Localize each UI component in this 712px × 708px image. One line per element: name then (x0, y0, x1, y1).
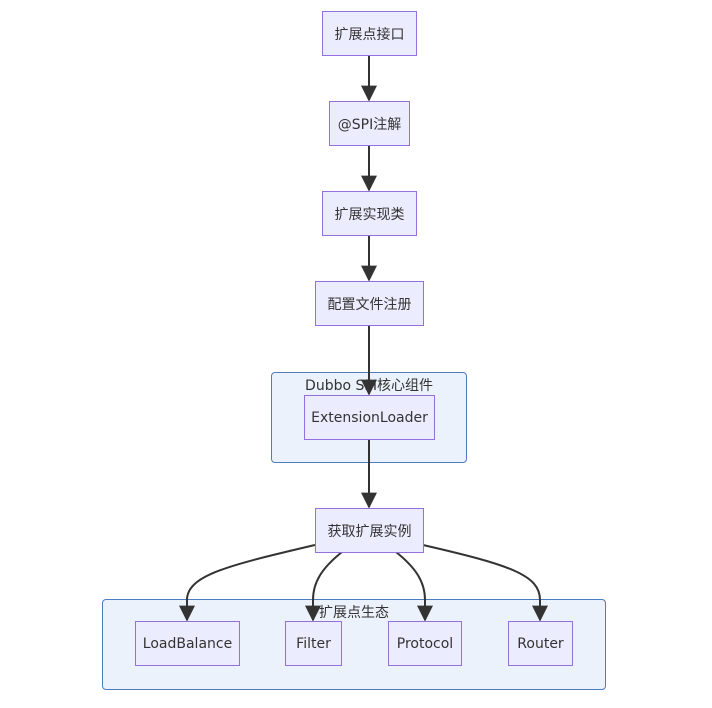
node-filter: Filter (285, 621, 342, 666)
node-loadbalance: LoadBalance (135, 621, 240, 666)
cluster-core-title: Dubbo SPI核心组件 (305, 378, 433, 394)
node-extension-interface: 扩展点接口 (322, 11, 417, 56)
cluster-ecosystem-title: 扩展点生态 (319, 605, 389, 621)
node-get-instance: 获取扩展实例 (315, 508, 424, 553)
node-extension-loader: ExtensionLoader (304, 395, 435, 440)
node-protocol: Protocol (388, 621, 462, 666)
node-config-register: 配置文件注册 (315, 281, 424, 326)
node-impl-class: 扩展实现类 (322, 191, 417, 236)
node-router: Router (508, 621, 573, 666)
node-spi-annotation: @SPI注解 (329, 101, 410, 146)
